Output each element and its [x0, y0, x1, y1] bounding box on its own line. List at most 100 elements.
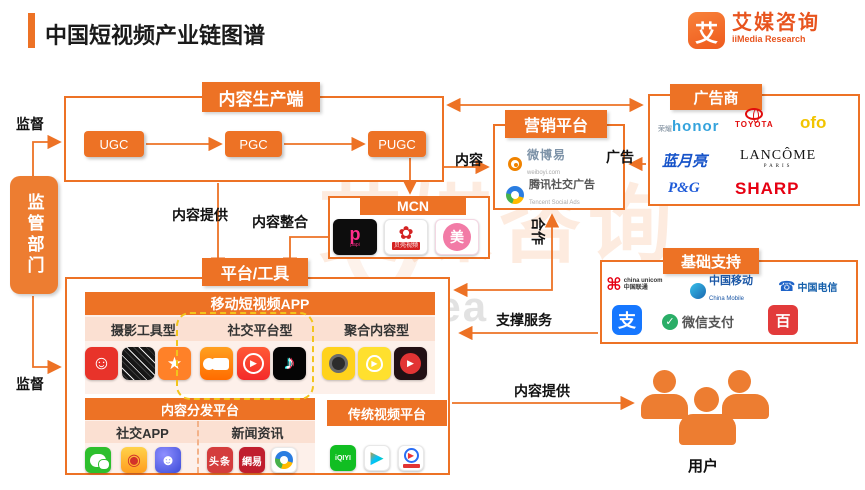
china-telecom-logo: ☎ 中国电信: [778, 278, 837, 295]
marketing-title: 营销平台: [505, 110, 607, 138]
category-photography-tool: 摄影工具型: [110, 322, 176, 338]
papitube-icon: p papi: [333, 219, 377, 255]
distribution-category-strip: 社交APP 新闻资讯: [85, 421, 315, 443]
wechat-pay-text: 微信支付: [682, 315, 735, 330]
node-pgc: PGC: [225, 131, 282, 157]
papi-letter: p: [349, 224, 361, 244]
toyota-text: TOYOTA: [735, 120, 774, 129]
momo-icon: ☻: [155, 447, 181, 473]
pg-logo: P&G: [668, 180, 700, 196]
node-pugc: PUGC: [368, 131, 426, 157]
toutiao-icon: 头条: [207, 447, 233, 473]
xiaokaxiu-icon: ☺: [85, 347, 118, 380]
node-ugc: UGC: [84, 131, 144, 157]
lancome-sub: PARIS: [763, 164, 793, 169]
iimedia-logo-en: iiMedia Research: [732, 34, 806, 44]
cmcc-cn: 中国移动: [709, 275, 753, 287]
distribution-bar: 内容分发平台: [85, 398, 315, 420]
beike-video-icon: ✿ 贝壳视频: [384, 219, 428, 255]
china-mobile-logo: 中国移动 China Mobile: [690, 276, 753, 305]
wechat-bubble: [90, 453, 110, 470]
supervise-bottom-label: 监督: [16, 376, 44, 392]
lancome-text: LANCÔME: [740, 148, 817, 163]
mei-glyph: 美: [443, 223, 471, 251]
honor-logo: 荣耀honor: [658, 118, 720, 136]
honor-prefix: 荣耀: [658, 126, 672, 133]
kuaishou-icon: [200, 347, 233, 380]
page-title: 中国短视频产业链图谱: [45, 23, 266, 48]
app-category-strip: 摄影工具型 社交平台型 聚合内容型: [85, 317, 435, 341]
weiboyi-en: weiboyi.com: [527, 170, 561, 176]
advertisers-title: 广告商: [670, 84, 762, 110]
iimedia-logo: 艾 艾媒咨询 iiMedia Research: [688, 12, 820, 49]
china-unicom-icon: ⌘: [606, 275, 622, 294]
red-cloud-icon: 百: [768, 305, 798, 335]
weiboyi-logo: 微博易 weiboyi.com: [508, 149, 566, 179]
bluemoon-logo: 蓝月亮: [662, 153, 708, 170]
tencent-news-ring: [275, 451, 293, 469]
support-service-label: 支撑服务: [496, 312, 552, 328]
telecom-cn: 中国电信: [797, 283, 838, 294]
ofo-logo: ofo: [800, 113, 827, 132]
beike-banner: 贝壳视频: [391, 242, 420, 250]
platform-title: 平台/工具: [202, 258, 308, 286]
dark-video-play: ▶: [400, 353, 421, 374]
content-provide-bottom-label: 内容提供: [514, 383, 570, 399]
support-title: 基础支持: [663, 248, 759, 274]
iimedia-logo-cn: 艾媒咨询: [732, 12, 820, 34]
toyota-emblem-icon: [745, 108, 764, 123]
content-provide-left-label: 内容提供: [172, 207, 228, 223]
mobile-app-bar: 移动短视频APP: [85, 292, 435, 315]
toutiao-text: 头条: [209, 456, 231, 468]
black-camera-tool-icon: [122, 347, 155, 380]
iimedia-logo-icon: 艾: [688, 12, 725, 49]
wechat-pay-icon: ✓: [662, 313, 678, 330]
china-mobile-icon: [690, 282, 706, 299]
sohu-video-banner: [402, 464, 420, 468]
vivavideo-star: ★: [166, 353, 183, 373]
sharp-logo: SHARP: [735, 179, 800, 198]
ad-edge-label: 广告: [606, 149, 634, 165]
tsa-cn: 腾讯社交广告: [529, 179, 595, 191]
toyota-logo: TOYOTA: [735, 108, 774, 129]
cmcc-en: China Mobile: [709, 296, 745, 302]
category-social-app: 社交APP: [116, 425, 169, 441]
unicom-en: china unicom: [623, 278, 663, 284]
douyin-icon: ♪: [273, 347, 306, 380]
tencent-social-ads-logo: 腾讯社交广告 Tencent Social Ads: [506, 180, 595, 209]
unicom-cn: 中国联通: [623, 285, 648, 291]
vivavideo-icon: ★: [158, 347, 191, 380]
title-accent-bar: [28, 13, 35, 48]
supervise-top-label: 监督: [16, 116, 44, 132]
papi-sub: papi: [350, 242, 360, 248]
content-integrate-label: 内容整合: [252, 214, 308, 230]
honor-text: honor: [672, 118, 720, 135]
netease-news-icon: 網易: [239, 447, 265, 473]
red-cloud-logo: 百: [768, 305, 798, 335]
category-content-aggregation: 聚合内容型: [344, 322, 410, 338]
weiboyi-cn: 微博易: [527, 148, 567, 162]
cooperate-edge-label: 合作: [530, 217, 546, 245]
kuaishou-camera: [202, 357, 229, 370]
distribution-divider: [197, 421, 199, 473]
sohu-video-icon: ▶: [398, 445, 424, 471]
mcn-title: MCN: [360, 196, 466, 215]
alipay-logo: 支: [612, 305, 642, 335]
douyin-note: ♪: [284, 352, 295, 374]
tencent-social-ads-icon: [506, 185, 524, 204]
tsa-en: Tencent Social Ads: [529, 200, 580, 206]
weibo-icon: ◉: [121, 447, 147, 473]
social-platform-highlight: [176, 312, 314, 400]
dark-video-app-icon: ▶: [394, 347, 427, 380]
content-production-title: 内容生产端: [202, 82, 320, 112]
beike-flower-glyph: ✿: [398, 223, 414, 243]
category-news: 新闻资讯: [231, 425, 284, 441]
weibo-eye: ◉: [127, 452, 141, 469]
pear-video-icon: ▶: [358, 347, 391, 380]
pear-shape: ▶: [366, 355, 383, 372]
lancome-logo: LANCÔME PARIS: [740, 148, 816, 169]
traditional-video-bar: 传统视频平台: [327, 400, 447, 426]
miaopai-lens: [329, 354, 348, 373]
category-social-platform: 社交平台型: [227, 322, 293, 338]
